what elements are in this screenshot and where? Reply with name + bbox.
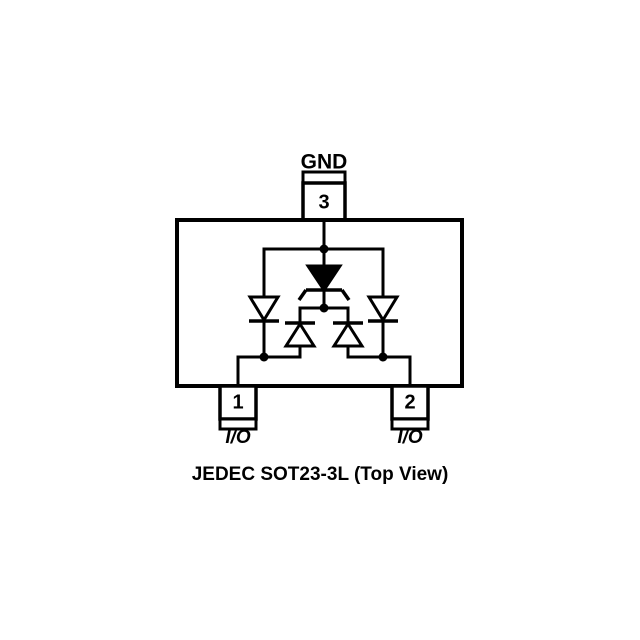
wire-io1-rail-to-pin1 [236,355,302,388]
pin-3-gnd-group: 3 GND [301,151,348,224]
junction-center-node [319,303,329,313]
pin-3-label-gnd: GND [301,151,348,174]
pin-1-label-io: I/O [225,427,251,448]
diode-right-inner [331,321,365,348]
pin-2-label-io: I/O [397,427,423,448]
diode-left-outer-triangle [247,295,281,323]
pin-1-number: 1 [232,391,243,413]
pin-1-contact-strip [218,417,258,431]
diode-left-outer [247,295,281,323]
diode-left-inner [283,321,317,348]
pin-2-number: 2 [404,391,415,413]
junction-gnd-node [319,244,329,254]
zener-tick-right [340,288,351,302]
junction-io2-node [378,352,388,362]
diode-right-outer-triangle [366,295,400,323]
diagram-caption: JEDEC SOT23-3L (Top View) [192,464,449,485]
tvs-zener-diode [297,264,351,302]
pin-1-group: 1 I/O [218,384,258,448]
diode-right-outer [366,295,400,323]
diode-right-inner-triangle [331,321,365,348]
zener-triangle [305,264,343,293]
wire-io2-rail-to-pin2 [346,355,412,388]
pin-3-number: 3 [318,191,329,213]
package-body-outline [175,218,464,388]
internal-wiring [236,220,412,388]
diode-left-inner-triangle [283,321,317,348]
pin-2-group: 2 I/O [390,384,430,448]
junction-io1-node [259,352,269,362]
zener-tick-left [297,288,308,302]
pin-3-box [301,181,347,224]
pin-2-contact-strip [390,417,430,431]
